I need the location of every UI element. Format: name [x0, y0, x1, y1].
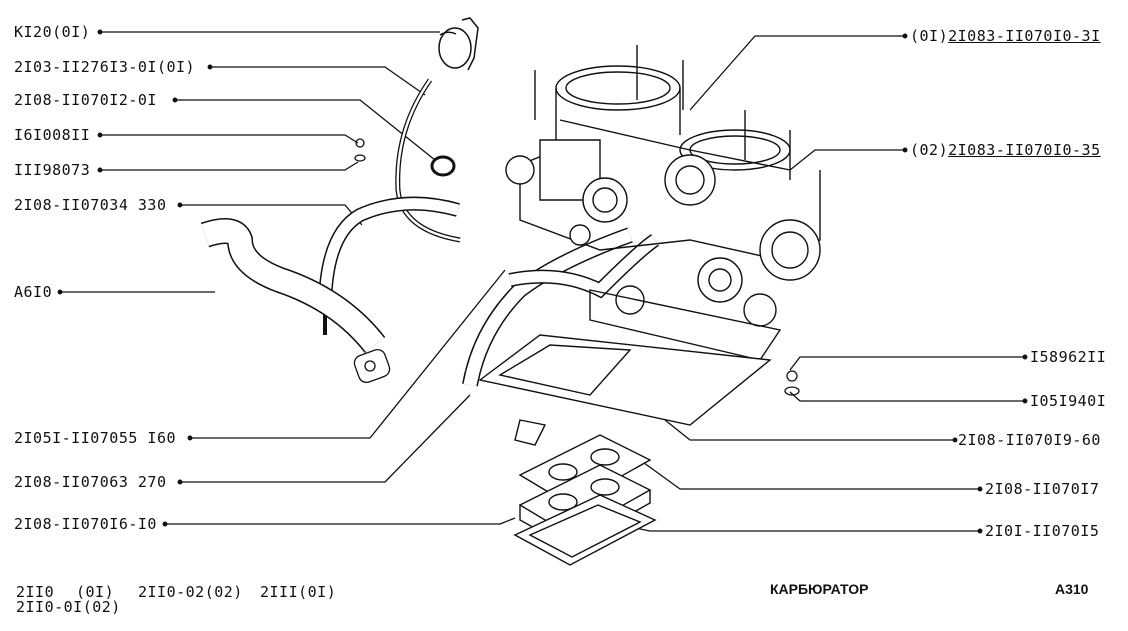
part-label-a610: A6I0: [14, 283, 53, 301]
page-code: A310: [1055, 581, 1089, 597]
part-label-10519401: I05I940I: [1030, 392, 1107, 410]
carb-01-number: 2I083-II070I0-3I: [948, 27, 1101, 45]
part-label-11198073: III98073: [14, 161, 91, 179]
air-pipe: [200, 218, 391, 384]
model-2110-02: 2II0-02(02): [138, 583, 243, 601]
model-2111: 2III(0I): [260, 583, 337, 601]
mounting-plate: [478, 334, 772, 446]
part-label-carb-01: (0I)2I083-II070I0-3I: [910, 27, 1101, 45]
part-label-21051-1107055: 2I05I-II07055 I60: [14, 429, 177, 447]
model-2110-variant: (0I): [76, 583, 115, 601]
carburettor-body: [505, 45, 821, 361]
part-label-2108-1107012: 2I08-II070I2-0I: [14, 91, 157, 109]
part-label-2101-1107015: 2I0I-II070I5: [985, 522, 1100, 540]
cap-part: [438, 17, 479, 71]
carb-02-prefix: (02): [910, 141, 949, 159]
leader-lines-right: [634, 33, 1028, 534]
leader-lines-left: [57, 29, 516, 527]
carb-01-prefix: (0I): [910, 27, 949, 45]
part-label-16100811: I6I008II: [14, 126, 91, 144]
part-label-2108-1107063: 2I08-II07063 270: [14, 473, 167, 491]
part-label-2103-1127613: 2I03-II276I3-0I(0I): [14, 58, 196, 76]
diagram-title: КАРБЮРАТОР: [770, 581, 869, 597]
part-label-2108-1107016: 2I08-II070I6-I0: [14, 515, 157, 533]
part-label-2108-1107019: 2I08-II070I9-60: [958, 431, 1101, 449]
model-2110: 2II0: [16, 583, 55, 601]
model-2110-01: 2II0-0I(02): [16, 598, 121, 616]
part-label-k120: KI20(0I): [14, 23, 91, 41]
part-label-15896211: I58962II: [1030, 348, 1107, 366]
carb-02-number: 2I083-II070I0-35: [948, 141, 1101, 159]
part-label-carb-02: (02)2I083-II070I0-35: [910, 141, 1101, 159]
part-label-2108-1107017: 2I08-II070I7: [985, 480, 1100, 498]
gaskets: [513, 434, 657, 566]
part-label-2108-1107034: 2I08-II07034 330: [14, 196, 167, 214]
